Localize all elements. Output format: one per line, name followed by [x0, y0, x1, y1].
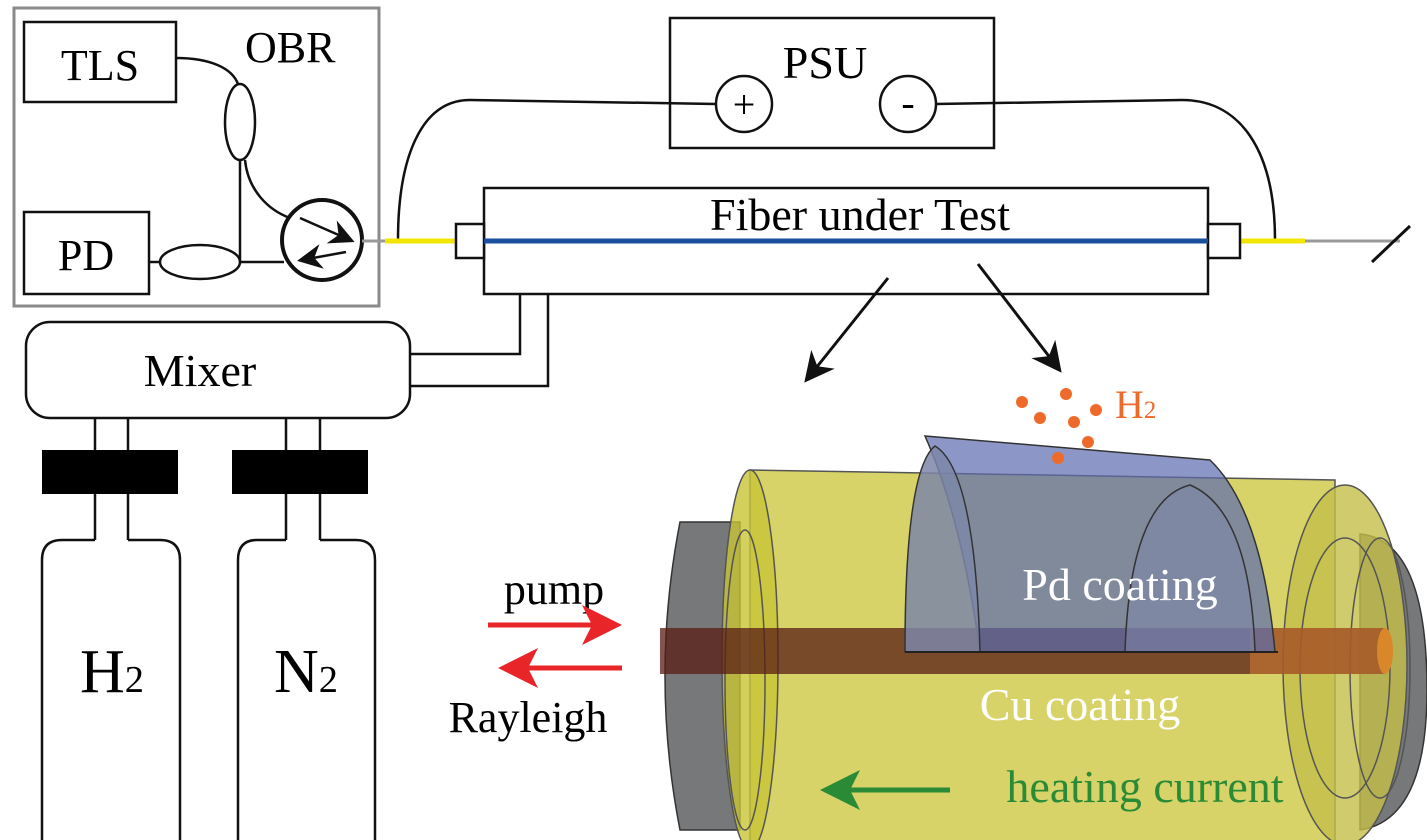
obr-block: OBR TLS PD [12, 6, 381, 308]
n2-cylinder-label: N2 [274, 638, 338, 706]
heating-label: heating current [1006, 761, 1283, 812]
cu-coating-inner-left [724, 529, 766, 831]
pd-coating-front [904, 445, 981, 653]
pump-label: pump [504, 565, 604, 614]
fiber-under-test: Fiber under Test [454, 186, 1242, 383]
fut-end-cap-right [1206, 222, 1242, 260]
psu-box [668, 16, 996, 150]
mixer-box [24, 320, 412, 420]
tls-box [22, 20, 178, 104]
fut-label: Fiber under Test [710, 189, 1010, 240]
pipe-inner [410, 294, 522, 356]
h2-dot [1016, 396, 1028, 408]
pd-box [22, 210, 151, 296]
h2-dot [1060, 388, 1072, 400]
coupler-bottom [158, 243, 242, 281]
h2-dot [1034, 412, 1046, 424]
psu-label: PSU [783, 37, 867, 88]
tls-label: TLS [61, 41, 139, 90]
pd-label: PD [58, 231, 114, 280]
fiber-core-end [1377, 628, 1393, 674]
h2-cylinder [40, 538, 182, 840]
zoom-arrow-right [976, 263, 1062, 373]
obr-fiber-bend [243, 159, 291, 220]
cu-coating-label: Cu coating [980, 679, 1181, 730]
obr-fiber-tls [175, 56, 240, 85]
pd-coating-label: Pd coating [1022, 559, 1217, 610]
fiber-detail: Pd coating Cu coating heating current pu… [449, 382, 1427, 840]
coupler-top [223, 82, 257, 162]
h2-cylinder-label: H2 [80, 638, 144, 706]
n2-cylinder-group: N2 [232, 418, 377, 840]
fiber-end-mark [1370, 224, 1412, 264]
h2-dot [1090, 404, 1102, 416]
psu-wire-minus [935, 98, 1277, 241]
psu-plus-sign: + [733, 82, 756, 127]
pd-coating-back [1124, 484, 1256, 653]
obr-label: OBR [245, 23, 336, 72]
psu-minus-sign: - [901, 80, 914, 125]
grey-sleeve-left [664, 521, 741, 831]
h2-cylinder-group: H2 [40, 418, 182, 840]
circulator-arrow-in [299, 216, 355, 244]
h2-dot [1052, 452, 1064, 464]
circulator-arrow-out [297, 244, 347, 269]
obr-frame [12, 6, 381, 308]
mixer-label: Mixer [144, 345, 256, 396]
n2-valve [232, 450, 368, 494]
h2-label: H2 [1115, 382, 1156, 427]
psu-block: PSU + - [396, 16, 1277, 241]
zoom-arrow-left [804, 277, 890, 383]
n2-cylinder [236, 538, 377, 840]
gas-system: Mixer H2 N2 [24, 294, 550, 840]
pipe-outer [410, 294, 550, 388]
psu-wire-plus [396, 98, 717, 241]
fut-end-cap-left [454, 222, 486, 260]
h2-dot [1082, 436, 1094, 448]
h2-molecules [1016, 388, 1102, 464]
h2-dot [1068, 416, 1080, 428]
h2-valve [42, 450, 178, 494]
rayleigh-label: Rayleigh [449, 693, 608, 742]
